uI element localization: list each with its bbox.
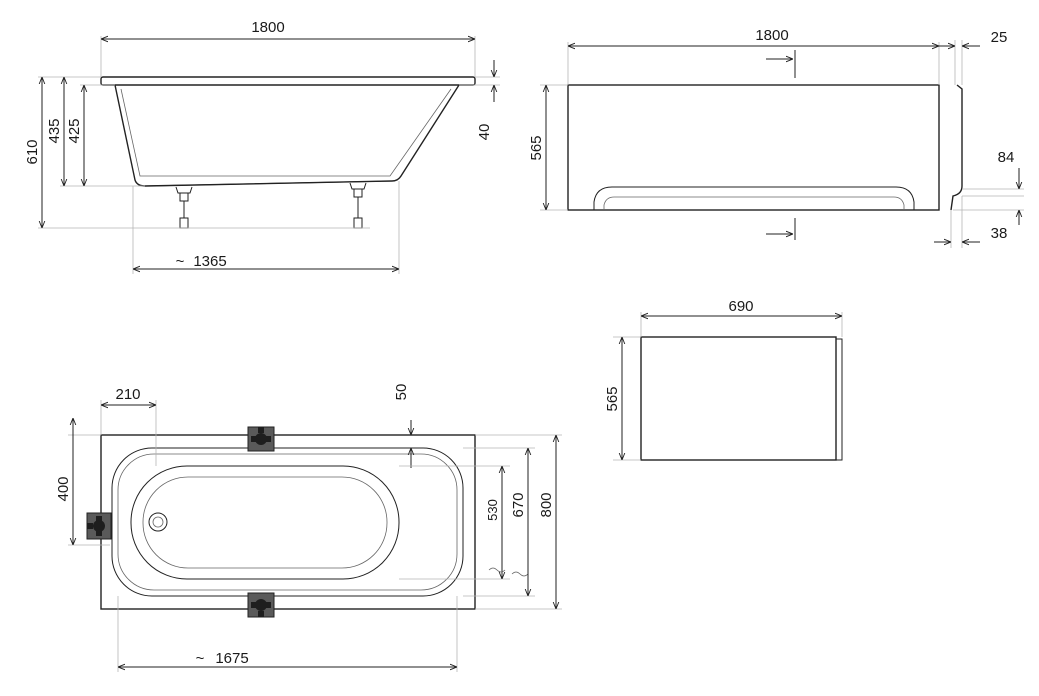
end-panel [640, 336, 837, 461]
tub-leg-right [349, 182, 367, 229]
dim-approx-side: ~ [176, 253, 185, 270]
tub-outline [100, 434, 476, 610]
dim-rim-40: 40 [476, 124, 493, 141]
dim-800: 800 [538, 492, 555, 517]
dim-1365: 1365 [193, 253, 226, 270]
dim-425: 425 [66, 118, 83, 143]
end-panel-view: 690 565 [604, 298, 843, 461]
drain-outlet [148, 512, 168, 532]
dim-435: 435 [46, 118, 63, 143]
dim-panel-foot: 38 [991, 225, 1008, 242]
side-view: 1800 610 435 425 40 ~ 1365 [24, 19, 500, 274]
dim-end-width: 690 [728, 298, 753, 315]
tub-base-line [144, 180, 393, 187]
dim-210: 210 [115, 386, 140, 403]
mounting-clip-top [247, 426, 275, 452]
tub-basin [130, 465, 400, 580]
mounting-clip-left [86, 512, 112, 540]
plan-view: 210 50 400 530 670 800 ~ 1675 [55, 384, 562, 672]
tub-rim [100, 76, 476, 86]
dim-610: 610 [24, 139, 41, 164]
panel-profile [950, 84, 963, 211]
tub-rim-inner [111, 447, 464, 597]
front-panel [567, 84, 940, 211]
dim-side-length: 1800 [251, 19, 284, 36]
dim-1675: 1675 [215, 650, 248, 667]
dim-400: 400 [55, 476, 72, 501]
front-panel-view: 1800 565 25 84 38 [528, 27, 1024, 248]
dim-panel-length: 1800 [755, 27, 788, 44]
dim-panel-height: 565 [528, 135, 545, 160]
mounting-clip-bottom [247, 592, 275, 618]
dim-panel-depth: 25 [991, 29, 1008, 46]
dim-rim-50: 50 [393, 384, 410, 401]
dim-approx-plan: ~ [196, 650, 205, 667]
panel-recess [593, 186, 915, 210]
dim-end-height: 565 [604, 386, 621, 411]
tub-body [114, 84, 460, 187]
tub-leg-left [175, 186, 193, 229]
dim-panel-step: 84 [998, 149, 1015, 166]
dim-670: 670 [510, 492, 527, 517]
tub-body-inner [120, 88, 452, 177]
dim-530: 530 [485, 499, 500, 521]
